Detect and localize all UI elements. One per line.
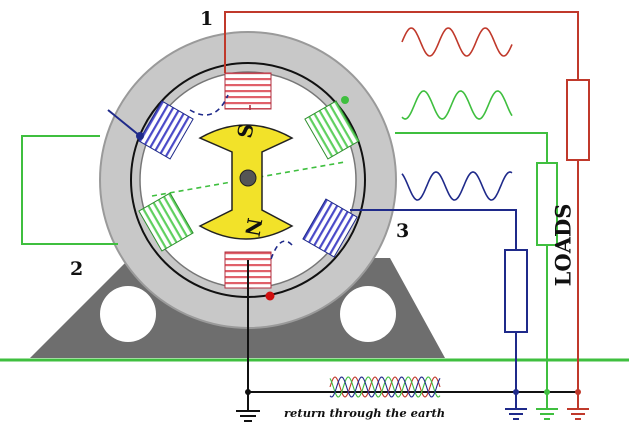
earth-return-caption: return through the earth	[284, 406, 445, 420]
coil-2-lower-left	[138, 192, 194, 252]
coil-1-top	[224, 72, 272, 110]
phase3-waveform	[401, 171, 513, 201]
earth-return-waveform-blue	[329, 376, 441, 398]
coil-3-lower-right	[302, 198, 358, 258]
phase2-label: 2	[70, 258, 83, 280]
phase1-load-resistor	[566, 79, 590, 161]
phase3-label: 3	[396, 220, 409, 242]
earth-symbol-phase1	[567, 392, 589, 420]
phase2-wire	[21, 132, 548, 390]
phase3-load-resistor	[504, 249, 528, 333]
junction-dot	[245, 389, 251, 395]
earth-symbol-phase3	[505, 392, 527, 420]
neutral-star-dot	[265, 291, 275, 301]
earth-symbol-generator	[236, 410, 260, 422]
earth-symbol-phase2	[536, 392, 558, 420]
pole-north-label: N	[240, 216, 267, 238]
phase2-load-resistor	[536, 162, 558, 246]
internal-coil-links	[151, 94, 346, 263]
pole-south-label: S	[232, 122, 258, 140]
phase2-waveform	[401, 90, 513, 120]
phase1-waveform	[401, 27, 513, 57]
phase2-coils	[138, 100, 360, 252]
phase1-label: 1	[200, 8, 213, 30]
phase3-wire	[107, 109, 517, 390]
phase3-coils	[138, 100, 358, 258]
coil-3-upper-left	[138, 100, 194, 160]
loads-label: LOADS	[551, 204, 576, 287]
rotor-shaft	[239, 169, 257, 187]
phase2-terminal-dot	[341, 96, 349, 104]
coil-2-upper-right	[304, 100, 360, 160]
phase1-wire	[224, 11, 579, 390]
rotor: S N	[198, 122, 294, 240]
